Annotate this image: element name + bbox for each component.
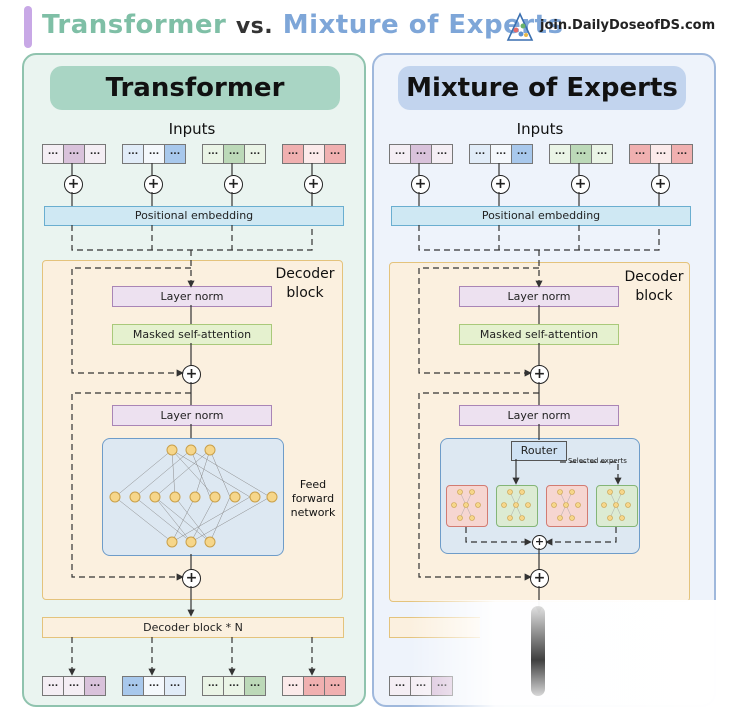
left-inputs-label: Inputs bbox=[168, 120, 216, 138]
right-plus-icon-4: + bbox=[651, 175, 670, 194]
router-box: Router bbox=[511, 441, 567, 461]
bottom-right-fade-overlay bbox=[410, 600, 752, 717]
transformer-heading: Transformer bbox=[50, 66, 340, 110]
right-masked-self-attention: Masked self-attention bbox=[459, 324, 619, 345]
brand-logo-icon bbox=[506, 12, 534, 41]
shadow-streak bbox=[531, 606, 545, 696]
left-plus-icon-1: + bbox=[64, 175, 83, 194]
right-positional-embedding: Positional embedding bbox=[391, 206, 691, 226]
left-layer-norm-2: Layer norm bbox=[112, 405, 272, 426]
right-layer-norm-2: Layer norm bbox=[459, 405, 619, 426]
left-masked-self-attention: Masked self-attention bbox=[112, 324, 272, 345]
left-output-token-1: ......... bbox=[42, 676, 106, 696]
left-input-token-1: ......... bbox=[42, 144, 106, 164]
left-input-token-3: ......... bbox=[202, 144, 266, 164]
right-input-token-1: ......... bbox=[389, 144, 453, 164]
moe-heading: Mixture of Experts bbox=[398, 66, 686, 110]
selected-experts-label: Selected experts bbox=[568, 457, 627, 465]
title-vs: vs. bbox=[235, 14, 274, 39]
title-accent-bar bbox=[24, 6, 32, 48]
right-input-token-2: ......... bbox=[469, 144, 533, 164]
right-input-token-3: ......... bbox=[549, 144, 613, 164]
left-positional-embedding: Positional embedding bbox=[44, 206, 344, 226]
left-input-token-2: ......... bbox=[122, 144, 186, 164]
left-input-token-4: ......... bbox=[282, 144, 346, 164]
title-transformer: Transformer bbox=[42, 10, 227, 40]
brand-url[interactable]: join.DailyDoseofDS.com bbox=[540, 18, 716, 33]
right-plus-icon-3: + bbox=[571, 175, 590, 194]
right-input-token-4: ......... bbox=[629, 144, 693, 164]
left-plus-icon-2: + bbox=[144, 175, 163, 194]
left-decoder-block-n: Decoder block * N bbox=[42, 617, 344, 638]
left-output-token-4: ......... bbox=[282, 676, 346, 696]
left-output-token-2: ......... bbox=[122, 676, 186, 696]
page-title: Transformer vs. Mixture of Experts bbox=[42, 10, 563, 40]
right-inputs-label: Inputs bbox=[516, 120, 564, 138]
left-plus-icon-3: + bbox=[224, 175, 243, 194]
left-output-token-3: ......... bbox=[202, 676, 266, 696]
right-plus-icon-1: + bbox=[411, 175, 430, 194]
title-moe: Mixture of Experts bbox=[282, 10, 564, 40]
left-plus-icon-4: + bbox=[304, 175, 323, 194]
right-plus-icon-2: + bbox=[491, 175, 510, 194]
